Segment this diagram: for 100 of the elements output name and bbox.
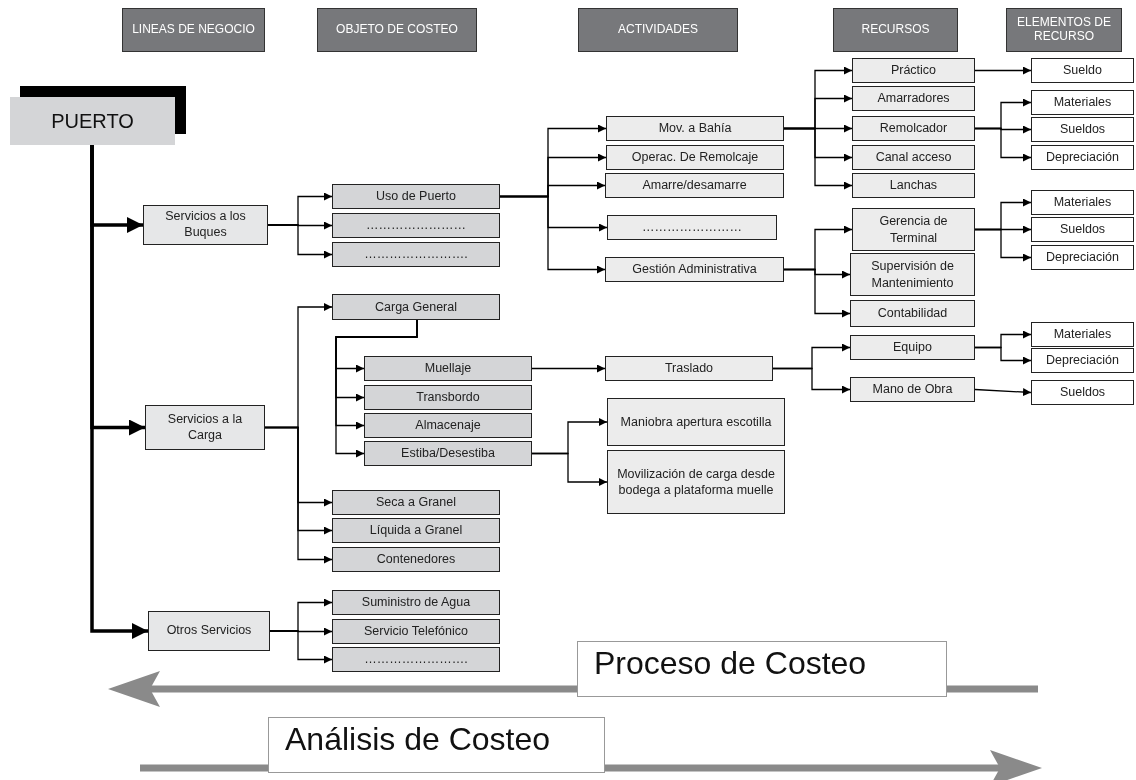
cost-object-box	[364, 413, 532, 438]
node-label: Remolcador	[879, 120, 948, 137]
resource-box	[850, 377, 975, 402]
node-label: Servicios a la Carga	[166, 411, 244, 444]
resource-element-box	[1031, 245, 1134, 270]
activity-box	[605, 257, 784, 282]
connector-arrow	[267, 224, 333, 259]
activity-box	[606, 145, 784, 170]
node-label: LINEAS DE NEGOCIO	[132, 23, 255, 37]
column-header	[1006, 8, 1122, 52]
node-label: Supervisión de Mantenimiento	[870, 258, 955, 291]
node-label: Amarre/desamarre	[642, 177, 747, 194]
node-label: Proceso de Costeo	[594, 646, 867, 682]
activity-box	[605, 356, 773, 381]
connector-arrow	[783, 127, 853, 190]
cost-object-box	[332, 184, 500, 209]
cost-object-box	[332, 490, 500, 515]
node-label: Carga General	[375, 298, 457, 316]
node-label: ……………………	[642, 219, 742, 236]
resource-element-box	[1031, 217, 1134, 242]
cost-object-box	[364, 356, 532, 381]
column-header	[578, 8, 738, 52]
cost-object-box	[332, 647, 500, 672]
cost-object-box	[332, 213, 500, 238]
node-label: Gestión Administrativa	[632, 261, 757, 278]
caption-box	[577, 641, 947, 697]
node-label: Mano de Obra	[872, 381, 953, 398]
node-label: Depreciación	[1046, 149, 1119, 167]
caption-box	[268, 717, 605, 773]
node-label: Servicio Telefónico	[364, 623, 468, 641]
connector-arrow	[974, 127, 1032, 162]
node-label: OBJETO DE COSTEO	[336, 23, 458, 37]
node-label: Sueldo	[1063, 62, 1102, 80]
node-label: Sueldos	[1059, 221, 1106, 239]
node-label: …………………….	[364, 246, 468, 264]
node-label: Canal acceso	[875, 149, 952, 166]
resource-box	[852, 86, 975, 111]
activity-box	[606, 116, 784, 141]
connector-arrow	[269, 630, 333, 664]
cost-object-box	[364, 441, 532, 466]
resource-element-box	[1031, 117, 1134, 142]
connector-arrow	[974, 346, 1032, 365]
resource-box	[850, 335, 975, 360]
node-label: Seca a Granel	[376, 494, 456, 512]
resource-element-box	[1031, 58, 1134, 83]
node-label: Gerencia de Terminal	[878, 213, 949, 246]
node-label: Sueldos	[1059, 121, 1106, 139]
cost-object-box	[332, 518, 500, 543]
node-label: Equipo	[893, 339, 932, 356]
resource-box	[852, 116, 975, 141]
node-label: Suministro de Agua	[361, 594, 471, 612]
node-label: Operac. De Remolcaje	[631, 149, 759, 166]
node-label: Transbordo	[416, 389, 480, 407]
resource-box	[852, 173, 975, 198]
column-header	[122, 8, 265, 52]
node-label: Práctico	[890, 62, 937, 79]
node-label: Muellaje	[424, 360, 472, 378]
node-label: …………………….	[364, 651, 468, 669]
activity-box	[607, 215, 777, 240]
node-label: Materiales	[1053, 94, 1112, 112]
node-label: Depreciación	[1046, 249, 1119, 267]
connector-arrow	[974, 388, 1032, 397]
connector-arrow	[772, 367, 851, 394]
connector-arrow	[531, 364, 606, 373]
node-label: Estiba/Desestiba	[401, 445, 495, 463]
cost-object-box	[364, 385, 532, 410]
resource-element-box	[1031, 90, 1134, 115]
node-label: Líquida a Granel	[369, 522, 463, 540]
connector-arrow	[264, 426, 333, 564]
node-label: Traslado	[664, 360, 714, 377]
node-label: ACTIVIDADES	[618, 23, 698, 37]
service-box	[145, 405, 265, 450]
resource-box	[850, 253, 975, 296]
service-box	[148, 611, 270, 651]
node-label: Análisis de Costeo	[285, 722, 551, 758]
cost-object-box	[332, 242, 500, 267]
node-label: Materiales	[1053, 194, 1112, 212]
column-header	[317, 8, 477, 52]
connector-arrow	[335, 319, 418, 458]
connector-arrow	[783, 268, 851, 318]
service-box	[143, 205, 268, 245]
node-label: Uso de Puerto	[376, 188, 456, 206]
node-label: Lanchas	[889, 177, 938, 194]
activity-box	[605, 173, 784, 198]
resource-box	[852, 208, 975, 251]
node-label: Almacenaje	[415, 417, 481, 435]
resource-box	[852, 145, 975, 170]
column-header	[833, 8, 958, 52]
connector-arrow	[90, 145, 148, 639]
node-label: RECURSOS	[861, 23, 930, 37]
node-label: Sueldos	[1059, 384, 1106, 402]
resource-element-box	[1031, 145, 1134, 170]
resource-box	[850, 300, 975, 327]
activity-box	[607, 398, 785, 446]
node-label: ……………………	[366, 217, 466, 235]
node-label: Contenedores	[376, 551, 456, 569]
node-label: Contabilidad	[877, 305, 948, 322]
resource-box	[852, 58, 975, 83]
cost-object-box	[332, 619, 500, 644]
connector-arrow	[974, 228, 1032, 262]
